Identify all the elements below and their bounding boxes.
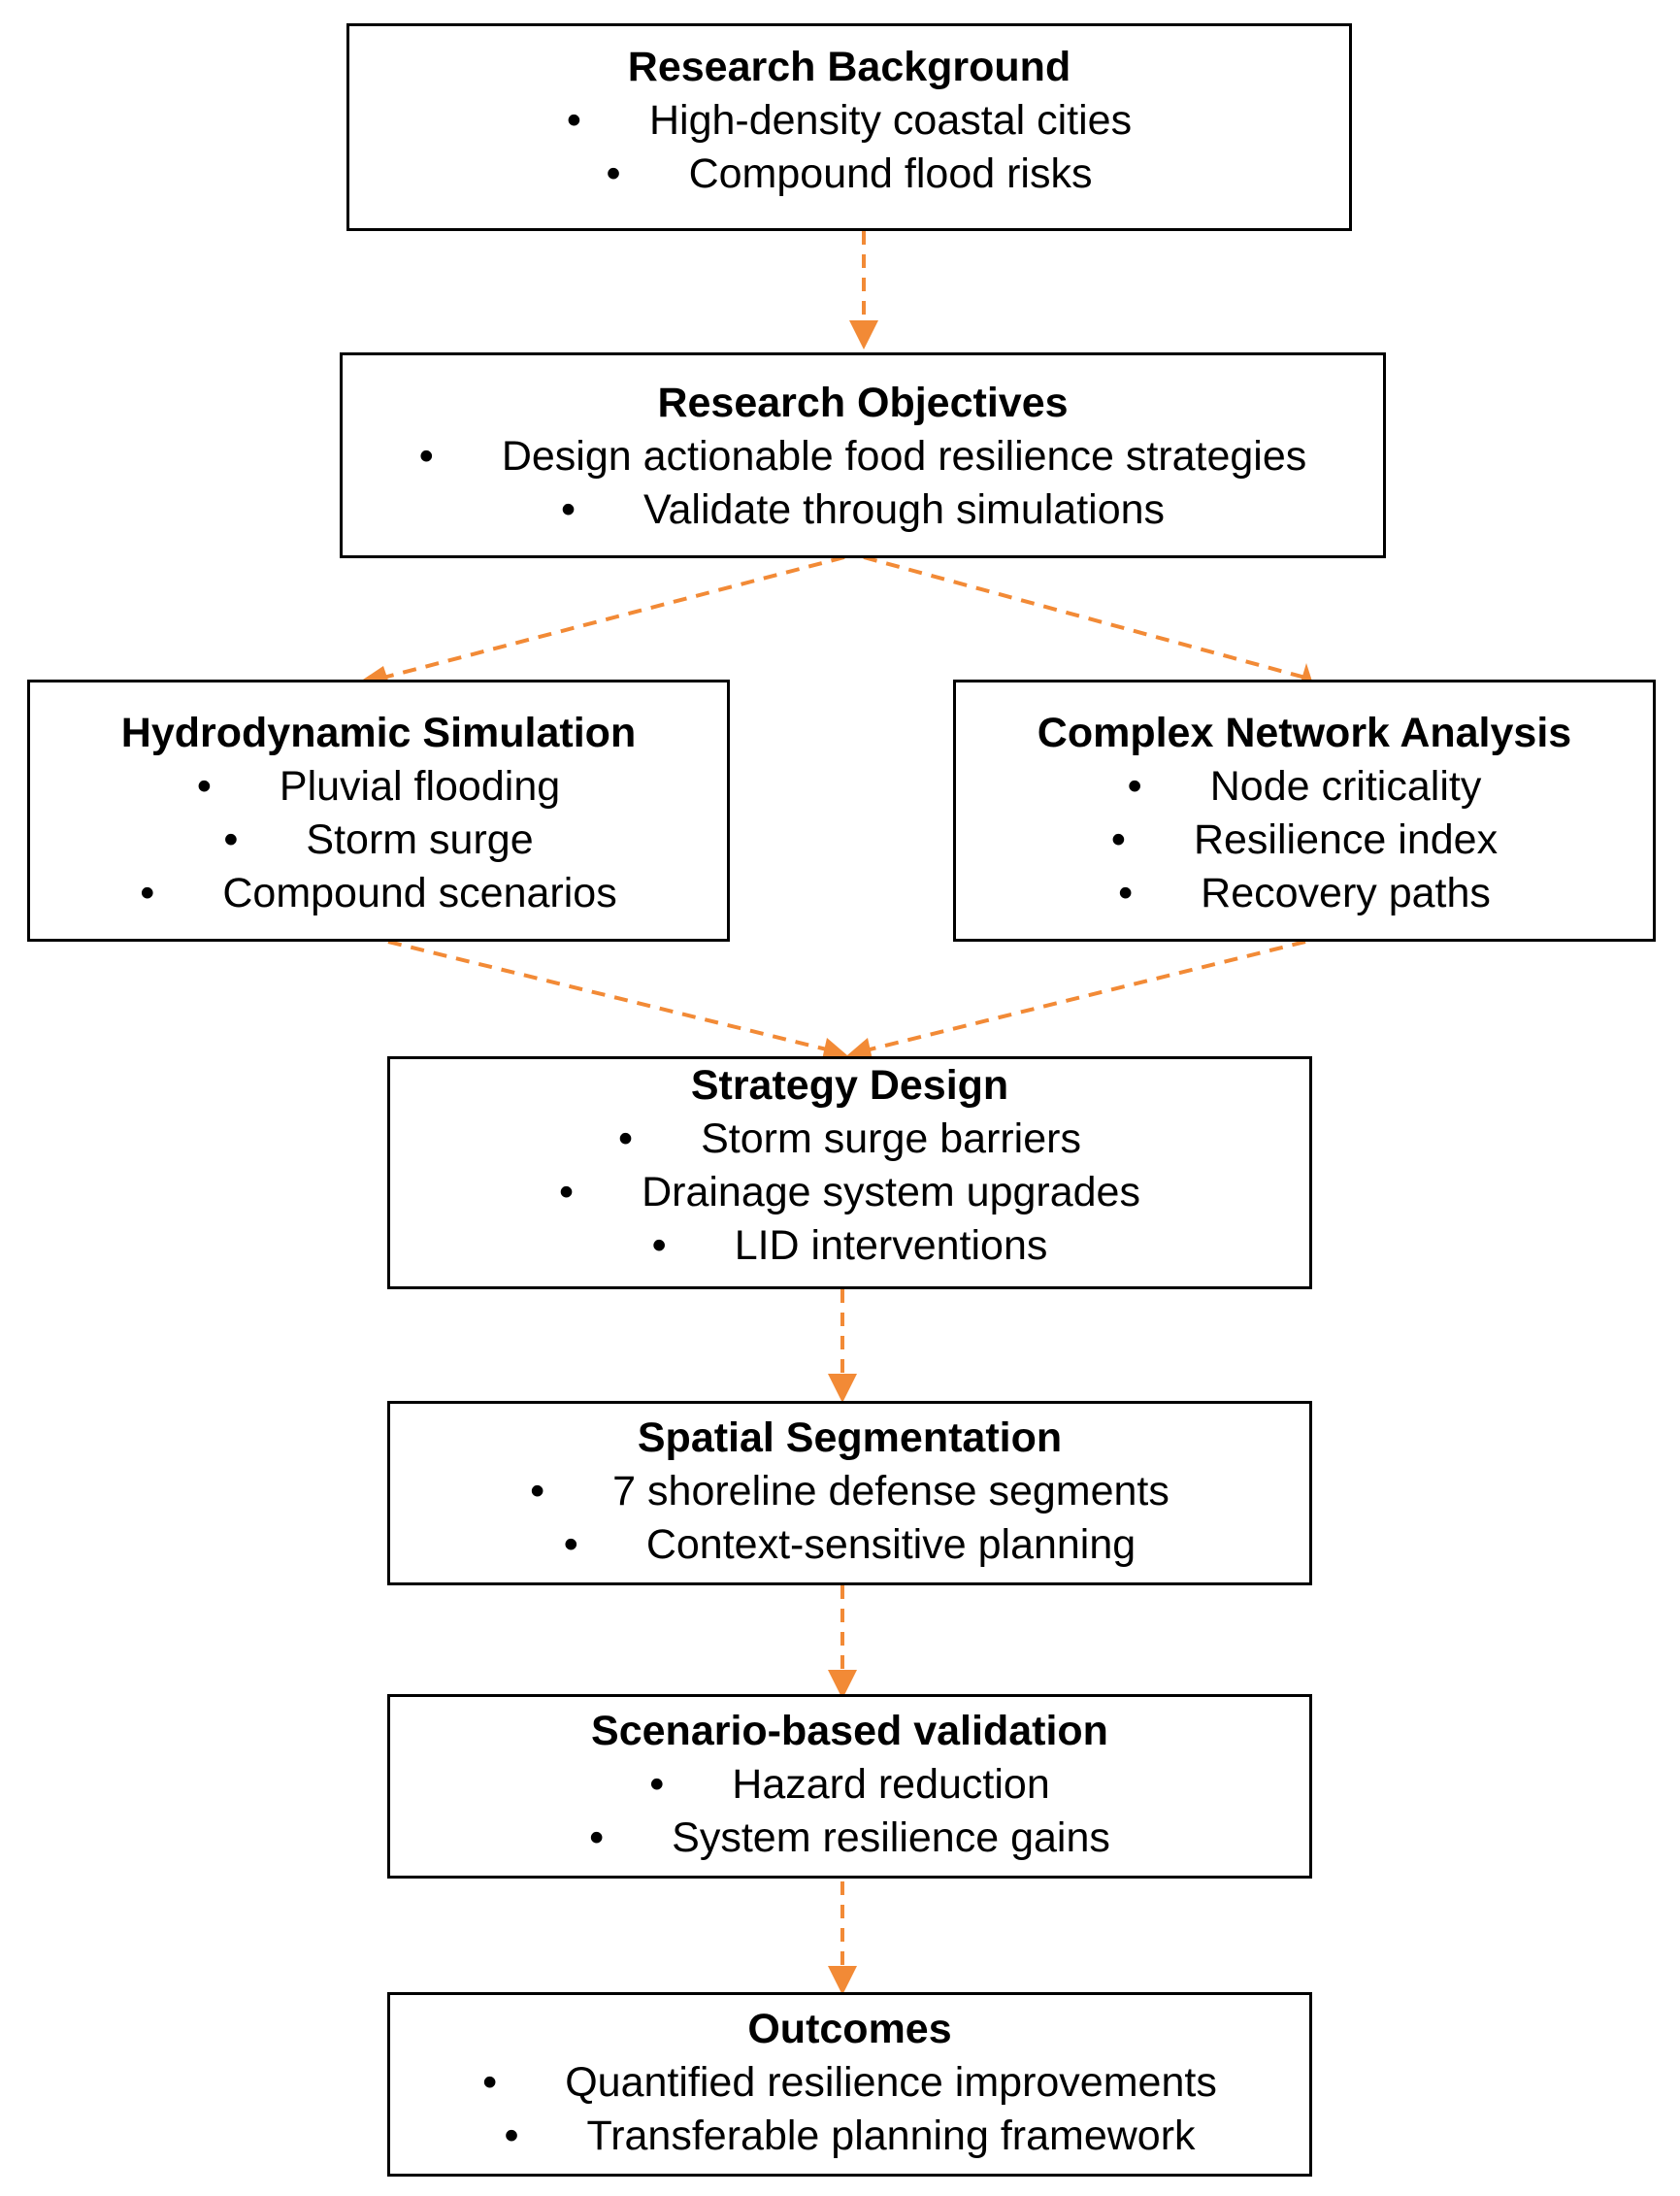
list-item: •LID interventions (390, 1219, 1309, 1273)
bullet-list: •7 shoreline defense segments •Context-s… (390, 1465, 1309, 1572)
research-background-box: Research Background •High-density coasta… (346, 23, 1352, 231)
bullet-icon: • (651, 1222, 667, 1269)
list-item: •Transferable planning framework (390, 2110, 1309, 2163)
bullet-list: •Pluvial flooding •Storm surge •Compound… (30, 760, 727, 920)
box-title: Strategy Design (690, 1062, 1009, 1109)
bullet-list: •Storm surge barriers •Drainage system u… (390, 1113, 1309, 1273)
bullet-icon: • (482, 2059, 498, 2106)
bullet-list: •Design actionable food resilience strat… (343, 430, 1383, 537)
bullet-list: •Node criticality •Resilience index •Rec… (956, 760, 1653, 920)
bullet-icon: • (589, 1814, 605, 1861)
list-item: •Node criticality (956, 760, 1653, 814)
box-title: Outcomes (747, 2006, 952, 2052)
list-item: •Resilience index (956, 814, 1653, 867)
arrowhead-objectives (849, 320, 878, 349)
arrow-network-to-strategy (861, 940, 1306, 1053)
bullet-icon: • (649, 1761, 665, 1808)
bullet-list: •Quantified resilience improvements •Tra… (390, 2056, 1309, 2163)
bullet-list: •Hazard reduction •System resilience gai… (390, 1758, 1309, 1865)
bullet-icon: • (618, 1115, 634, 1162)
bullet-icon: • (418, 433, 434, 480)
list-item: •Design actionable food resilience strat… (343, 430, 1383, 483)
list-item: •Storm surge (30, 814, 727, 867)
bullet-icon: • (1127, 763, 1142, 810)
arrow-objectives-to-hydro (382, 555, 845, 680)
box-title: Research Objectives (657, 380, 1069, 426)
arrow-objectives-to-network (863, 555, 1306, 680)
bullet-icon: • (196, 763, 212, 810)
bullet-icon: • (563, 1521, 578, 1568)
box-title: Complex Network Analysis (1037, 710, 1572, 756)
box-title: Spatial Segmentation (637, 1414, 1063, 1461)
box-title: Research Background (627, 44, 1071, 90)
strategy-design-box: Strategy Design •Storm surge barriers •D… (387, 1056, 1312, 1289)
bullet-icon: • (223, 816, 239, 863)
bullet-icon: • (1110, 816, 1126, 863)
bullet-icon: • (559, 1169, 575, 1215)
spatial-segmentation-box: Spatial Segmentation •7 shoreline defens… (387, 1401, 1312, 1585)
list-item: •Context-sensitive planning (390, 1518, 1309, 1572)
complex-network-analysis-box: Complex Network Analysis •Node criticali… (953, 680, 1656, 942)
list-item: •Compound scenarios (30, 867, 727, 920)
list-item: •Validate through simulations (343, 483, 1383, 537)
list-item: •7 shoreline defense segments (390, 1465, 1309, 1518)
bullet-icon: • (606, 150, 621, 197)
list-item: •Compound flood risks (349, 148, 1349, 201)
list-item: •Pluvial flooding (30, 760, 727, 814)
scenario-validation-box: Scenario-based validation •Hazard reduct… (387, 1694, 1312, 1879)
arrowhead-outcomes (828, 1966, 857, 1995)
arrow-hydro-to-strategy (387, 940, 836, 1053)
list-item: •Hazard reduction (390, 1758, 1309, 1812)
research-objectives-box: Research Objectives •Design actionable f… (340, 352, 1386, 558)
hydrodynamic-simulation-box: Hydrodynamic Simulation •Pluvial floodin… (27, 680, 730, 942)
arrowhead-spatial (828, 1374, 857, 1403)
list-item: •Drainage system upgrades (390, 1166, 1309, 1219)
list-item: •Recovery paths (956, 867, 1653, 920)
list-item: •High-density coastal cities (349, 94, 1349, 148)
bullet-icon: • (566, 97, 581, 144)
box-title: Hydrodynamic Simulation (120, 710, 637, 756)
list-item: •Quantified resilience improvements (390, 2056, 1309, 2110)
list-item: •System resilience gains (390, 1812, 1309, 1865)
bullet-icon: • (504, 2113, 519, 2159)
bullet-icon: • (530, 1468, 545, 1514)
list-item: •Storm surge barriers (390, 1113, 1309, 1166)
outcomes-box: Outcomes •Quantified resilience improvem… (387, 1992, 1312, 2177)
bullet-icon: • (140, 870, 155, 916)
bullet-icon: • (1118, 870, 1134, 916)
bullet-icon: • (560, 486, 576, 533)
bullet-list: •High-density coastal cities •Compound f… (349, 94, 1349, 201)
box-title: Scenario-based validation (591, 1708, 1108, 1754)
